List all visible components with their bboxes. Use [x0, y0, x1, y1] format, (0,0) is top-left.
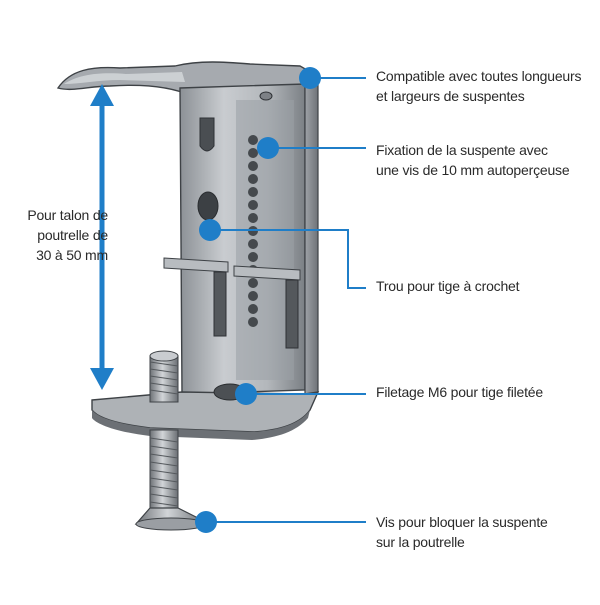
callout-dot-fixation: [257, 137, 279, 159]
callout-dot-compatible: [299, 67, 321, 89]
callout-trou-line-1: Trou pour tige à crochet: [376, 278, 520, 294]
callout-fixation: Fixation de la suspente avec une vis de …: [376, 140, 570, 180]
callout-dot-filetage: [235, 383, 257, 405]
dimension-label-line-2: poutrelle de: [37, 227, 108, 243]
top-hook-shade: [64, 72, 185, 84]
screw-shaft-bottom: [149, 429, 179, 511]
bottom-plate-edge: [92, 410, 310, 440]
callout-dots: [195, 67, 321, 533]
callout-compatible: Compatible avec toutes longueurs et larg…: [376, 66, 581, 106]
callout-compatible-line-2: et largeurs de suspentes: [376, 88, 525, 104]
screw-tip: [149, 350, 179, 362]
left-long-slot: [213, 271, 227, 337]
right-tab: [233, 265, 301, 281]
callout-fixation-line-1: Fixation de la suspente avec: [376, 142, 548, 158]
callout-vis: Vis pour bloquer la suspente sur la pout…: [376, 512, 548, 552]
rivet: [259, 91, 273, 101]
dimension-arrow: [90, 84, 114, 390]
callout-vis-line-1: Vis pour bloquer la suspente: [376, 514, 548, 530]
side-flange: [304, 79, 319, 399]
callout-trou: Trou pour tige à crochet: [376, 276, 520, 296]
callout-dot-trou: [199, 219, 221, 241]
callout-filetage: Filetage M6 pour tige filetée: [376, 382, 543, 402]
dimension-label-line-3: 30 à 50 mm: [36, 247, 108, 263]
callout-vis-line-2: sur la poutrelle: [376, 534, 465, 550]
hook-hole: [197, 191, 219, 221]
screw-threads: [149, 361, 179, 507]
callout-dot-vis: [195, 511, 217, 533]
right-long-slot: [285, 279, 299, 349]
callout-compatible-line-1: Compatible avec toutes longueurs: [376, 68, 582, 84]
callout-fixation-line-2: une vis de 10 mm autoperçeuse: [376, 162, 570, 178]
dimension-label-line-1: Pour talon de: [27, 207, 108, 223]
upper-slot: [199, 117, 215, 152]
left-tab: [163, 257, 229, 273]
callout-filetage-line-1: Filetage M6 pour tige filetée: [376, 384, 543, 400]
dimension-label: Pour talon de poutrelle de 30 à 50 mm: [2, 205, 108, 265]
